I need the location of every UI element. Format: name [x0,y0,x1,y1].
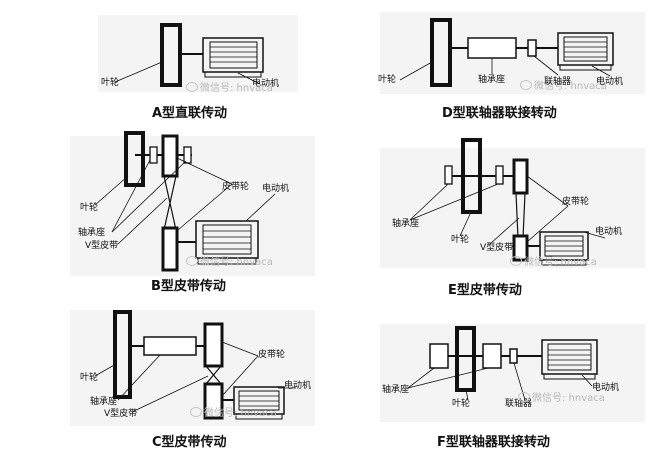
impeller-c [113,310,132,399]
label-motor-c: 电动机 [284,381,312,391]
label-coupling-d: 联轴器 [544,77,572,87]
impeller-e [461,138,482,214]
watermark-e: 微信号: hnvaca [510,256,597,268]
label-impeller-a: 叶轮 [101,78,120,88]
watermark-a: 微信号: hnvaca [186,82,273,94]
caption-a: A型直联传动 [152,106,228,121]
diagram-f [380,324,645,422]
bearing-b-2 [183,146,192,164]
label-motor-d: 电动机 [596,77,624,87]
pulley-e-top [512,158,529,195]
label-impeller-c: 叶轮 [80,373,99,383]
caption-c: C型皮带传动 [152,435,227,450]
caption-f: F型联轴器联接转动 [437,435,550,450]
motor-a [202,37,264,78]
leaders-f [407,362,593,401]
diagram-a [98,15,298,92]
impeller-b [124,131,145,187]
label-belt-e: V型皮带 [480,243,514,253]
panel-b: 皮带轮 电动机 叶轮 轴承座 V型皮带 微信号: hnvaca B型皮带传动 [0,128,330,304]
label-impeller-b: 叶轮 [80,203,99,213]
bearing-f-1 [429,343,449,369]
label-motor-e: 电动机 [595,227,623,237]
bearing-e-2 [495,165,504,185]
diagram-c [70,310,315,426]
label-bearing-e: 轴承座 [392,219,420,229]
label-bearing-b: 轴承座 [78,228,106,238]
label-pulley-b: 皮带轮 [222,182,250,192]
v-belt-c [205,365,222,385]
caption-b: B型皮带传动 [151,279,226,294]
leaders-d [399,55,611,81]
label-impeller-e: 叶轮 [451,235,470,245]
panel-d: 叶轮 轴承座 微信号: hnvaca 联轴器 电动机 D型联轴器联接转动 [330,0,657,130]
watermark-b: 微信号: hnvaca [186,256,273,268]
pulley-b-top [161,134,179,178]
caption-e: E型皮带传动 [448,283,522,298]
v-belt-e [515,192,526,239]
label-bearing-f: 轴承座 [382,385,410,395]
wechat-icon [186,256,198,266]
label-bearing-d: 轴承座 [478,75,506,85]
leaders-e [409,175,606,245]
label-pulley-e: 皮带轮 [562,197,590,207]
panel-f: 轴承座 电动机 叶轮 联轴器 微信号: hnvaca F型联轴器联接转动 [330,304,657,464]
motor-e [539,231,589,266]
wechat-icon [518,392,530,402]
label-belt-b: V型皮带 [85,241,119,251]
wechat-icon [186,82,198,92]
label-motor-a: 电动机 [252,79,280,89]
bearing-d [467,37,517,59]
label-motor-b: 电动机 [262,184,290,194]
label-bearing-c: 轴承座 [90,397,118,407]
watermark-f: 微信号: hnvaca [518,392,605,404]
watermark-c: 微信号: hnvaca [190,407,277,419]
label-impeller-d: 叶轮 [378,75,397,85]
bearing-e-1 [444,165,453,185]
label-coupling-f: 联轴器 [505,399,533,409]
wechat-icon [520,80,532,90]
label-belt-c: V型皮带 [104,409,138,419]
watermark-d: 微信号: hnvaca [520,80,607,92]
wechat-icon [510,256,522,266]
diagram-b [70,131,315,276]
impeller-d [430,18,452,87]
panel-a: 叶轮 电动机 微信号: hnvaca A型直联传动 [0,0,330,130]
motor-d [557,32,614,71]
bearing-c [143,336,197,356]
leaders-b [94,157,276,245]
impeller-f [455,326,476,392]
coupling-d [527,39,537,57]
label-motor-f: 电动机 [592,383,620,393]
v-belt-b [163,175,177,231]
motor-f [541,339,598,380]
panel-c: 皮带轮 叶轮 电动机 轴承座 V型皮带 微信号: hnvaca C型皮带传动 [0,304,330,464]
pulley-b-bottom [161,226,179,272]
label-impeller-f: 叶轮 [452,399,471,409]
coupling-f [509,348,518,364]
diagram-d [380,12,645,94]
panel-e: 皮带轮 轴承座 叶轮 V型皮带 电动机 微信号: hnvaca E型皮带传动 [330,128,657,304]
wechat-icon [190,407,202,417]
bearing-b-1 [149,146,158,164]
motor-c [233,386,285,420]
leaders-c [94,341,296,413]
caption-d: D型联轴器联接转动 [442,106,557,121]
label-pulley-c: 皮带轮 [258,350,286,360]
leaders-a [114,61,261,85]
motor-b [195,220,259,265]
pulley-c-top [203,322,224,368]
diagram-e [380,138,645,268]
bearing-f-2 [482,343,502,369]
